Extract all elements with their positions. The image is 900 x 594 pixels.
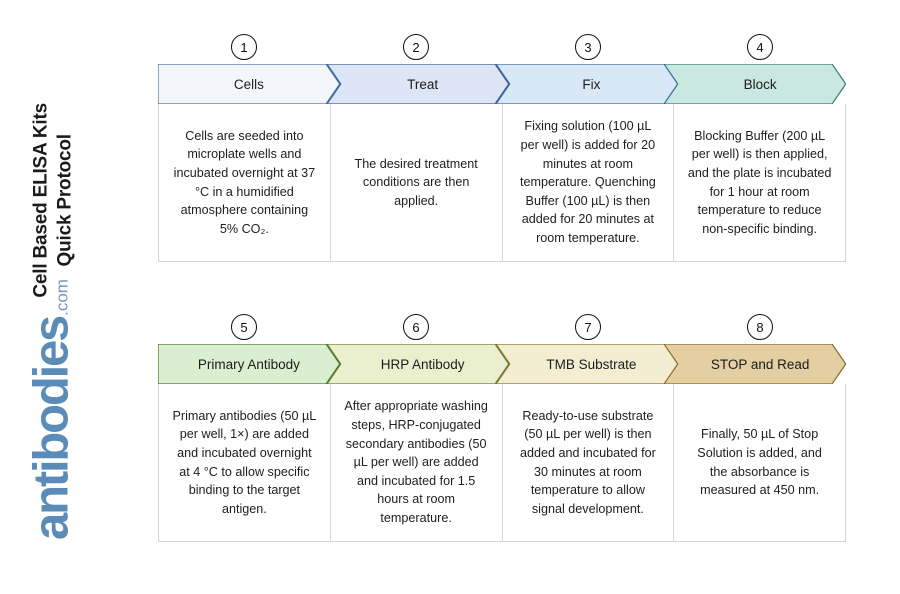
step-chevron-strip-top: Cells Treat Fix Block — [158, 64, 846, 104]
step-chevron-label: Block — [743, 76, 777, 92]
protocol-row-bottom: 5 6 7 8 Primary Antibody HRP Antibody TMB Sub… — [158, 314, 846, 542]
step-number-badge-2: 2 — [403, 34, 429, 60]
step-body-cell-6: After appropriate washing steps, HRP-con… — [331, 384, 503, 541]
step-chevron-label: HRP Antibody — [380, 356, 465, 372]
step-number-badge-5: 5 — [231, 314, 257, 340]
step-body-text: Cells are seeded into microplate wells a… — [173, 128, 316, 236]
step-chevron-3[interactable]: Fix — [496, 64, 678, 104]
step-body-cell-7: Ready-to-use substrate (50 µL per well) … — [503, 384, 675, 541]
step-number-badge-7: 7 — [575, 314, 601, 340]
step-badge-strip-bottom: 5 6 7 8 — [158, 314, 846, 344]
step-chevron-shape — [327, 64, 509, 104]
step-chevron-shape — [158, 64, 340, 104]
step-chevron-label: Fix — [582, 76, 601, 92]
left-rail: Cell Based ELISA Kits Quick Protocol ant… — [0, 0, 155, 594]
step-chevron-shape — [496, 64, 678, 104]
brand-tld: .com — [52, 279, 72, 316]
step-chevron-shape — [664, 344, 846, 384]
step-body-cell-2: The desired treatment conditions are the… — [331, 104, 503, 261]
step-chevron-8[interactable]: STOP and Read — [664, 344, 846, 384]
step-body-text: Ready-to-use substrate (50 µL per well) … — [519, 408, 656, 516]
step-chevron-7[interactable]: TMB Substrate — [496, 344, 678, 384]
step-body-cell-3: Fixing solution (100 µL per well) is add… — [503, 104, 675, 261]
step-number-badge-3: 3 — [575, 34, 601, 60]
step-chevron-4[interactable]: Block — [664, 64, 846, 104]
step-chevron-5[interactable]: Primary Antibody — [158, 344, 340, 384]
step-body-text: Finally, 50 µL of Stop Solution is added… — [697, 427, 822, 498]
step-body-text: After appropriate washing steps, HRP-con… — [344, 399, 488, 526]
step-body-text: Primary antibodies (50 µL per well, 1×) … — [172, 408, 317, 516]
step-chevron-label: Treat — [407, 76, 439, 92]
step-chevron-shape — [327, 344, 509, 384]
step-chevron-shape — [664, 64, 846, 104]
step-number-badge-1: 1 — [231, 34, 257, 60]
protocol-row-top: 1 2 3 4 Cells Treat Fix Block Cells are seeded… — [158, 34, 846, 262]
step-chevron-strip-bottom: Primary Antibody HRP Antibody TMB Substrat… — [158, 344, 846, 384]
step-body-cell-5: Primary antibodies (50 µL per well, 1×) … — [159, 384, 331, 541]
step-number-badge-4: 4 — [747, 34, 773, 60]
step-body-strip-bottom: Primary antibodies (50 µL per well, 1×) … — [158, 384, 846, 542]
step-chevron-shape — [496, 344, 678, 384]
step-chevron-label: Cells — [233, 76, 264, 92]
step-body-text: Blocking Buffer (200 µL per well) is the… — [687, 128, 832, 236]
step-chevron-shape — [158, 344, 340, 384]
step-body-text: Fixing solution (100 µL per well) is add… — [519, 119, 656, 246]
step-number-badge-8: 8 — [747, 314, 773, 340]
step-body-cell-1: Cells are seeded into microplate wells a… — [159, 104, 331, 261]
step-chevron-6[interactable]: HRP Antibody — [327, 344, 509, 384]
step-chevron-label: STOP and Read — [710, 356, 810, 372]
step-chevron-1[interactable]: Cells — [158, 64, 340, 104]
step-body-strip-top: Cells are seeded into microplate wells a… — [158, 104, 846, 262]
brand-logo: antibodies .com — [25, 279, 79, 540]
step-body-text: The desired treatment conditions are the… — [354, 156, 478, 208]
step-chevron-label: TMB Substrate — [546, 356, 637, 372]
step-badge-strip-top: 1 2 3 4 — [158, 34, 846, 64]
brand-name: antibodies — [24, 316, 79, 540]
step-chevron-2[interactable]: Treat — [327, 64, 509, 104]
step-body-cell-8: Finally, 50 µL of Stop Solution is added… — [674, 384, 845, 541]
step-body-cell-4: Blocking Buffer (200 µL per well) is the… — [674, 104, 845, 261]
step-number-badge-6: 6 — [403, 314, 429, 340]
step-chevron-label: Primary Antibody — [197, 356, 300, 372]
